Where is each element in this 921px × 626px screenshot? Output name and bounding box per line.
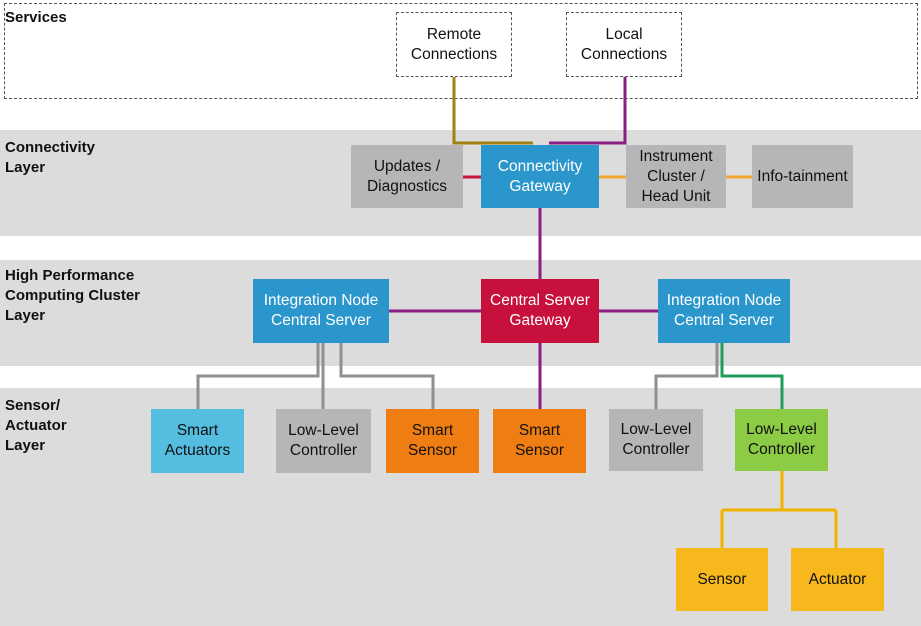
low-level-controller-2-box: Low-Level Controller	[609, 409, 703, 471]
low-level-controller-1-box: Low-Level Controller	[276, 409, 371, 473]
instrument-cluster-box: Instrument Cluster / Head Unit	[626, 145, 726, 208]
services-layer-box	[4, 3, 918, 99]
smart-actuators-box: Smart Actuators	[151, 409, 244, 473]
smart-sensor-1-box: Smart Sensor	[386, 409, 479, 473]
local-connections-box: Local Connections	[566, 12, 682, 77]
updates-diagnostics-box: Updates / Diagnostics	[351, 145, 463, 208]
remote-link-line	[452, 77, 533, 145]
right-node-to-green-llc-line	[720, 343, 784, 409]
integration-node-right-box: Integration Node Central Server	[658, 279, 790, 343]
remote-connections-box: Remote Connections	[396, 12, 512, 77]
hpc-layer-label: High Performance Computing Cluster Layer	[5, 267, 140, 324]
low-level-controller-3-box: Low-Level Controller	[735, 409, 828, 471]
local-link-line	[549, 77, 627, 145]
right-node-to-llc-line	[654, 343, 719, 409]
connectivity-layer-label: Connectivity Layer	[5, 139, 96, 176]
sensor-layer-label: Sensor/ Actuator Layer	[5, 397, 67, 454]
central-server-gateway-box: Central Server Gateway	[481, 279, 599, 343]
left-node-to-actuators-line	[196, 343, 320, 409]
controller-to-field-devices-line	[720, 471, 838, 548]
smart-sensor-2-box: Smart Sensor	[493, 409, 586, 473]
services-layer-label: Services	[5, 9, 67, 26]
actuator-box: Actuator	[791, 548, 884, 611]
integration-node-left-box: Integration Node Central Server	[253, 279, 389, 343]
left-node-to-smart-sensor-line	[339, 343, 435, 409]
infotainment-box: Info-tainment	[752, 145, 853, 208]
sensor-box: Sensor	[676, 548, 768, 611]
connectivity-gateway-box: Connectivity Gateway	[481, 145, 599, 208]
